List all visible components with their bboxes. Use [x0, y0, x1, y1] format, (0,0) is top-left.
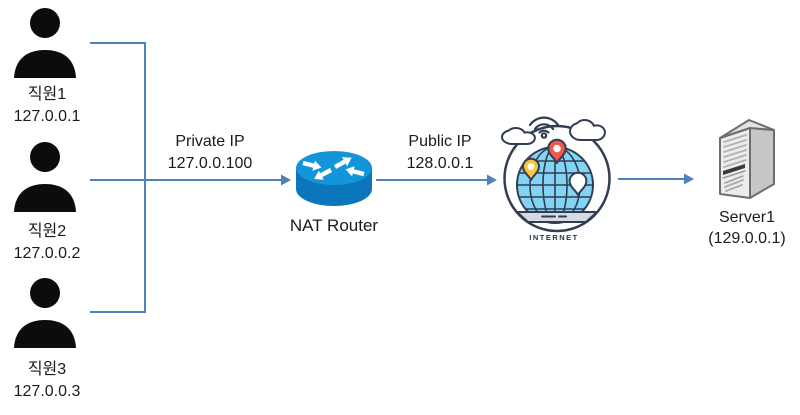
nat-router-icon — [296, 151, 372, 206]
wifi-icon — [528, 116, 560, 139]
client-bus-line — [90, 42, 146, 313]
person-icon — [14, 278, 76, 348]
server-top-face — [719, 119, 775, 139]
server-front-details — [722, 134, 747, 192]
router-label: NAT Router — [289, 216, 379, 235]
tower-server-icon — [719, 119, 775, 199]
cloud-right-icon — [570, 120, 605, 140]
person-icon — [14, 142, 76, 212]
server-drive-slot — [723, 164, 745, 175]
client-name: 직원1 — [27, 86, 67, 103]
server-ip: (129.0.0.1) — [708, 230, 786, 247]
link-title: Private IP — [175, 133, 245, 150]
map-pin-yellow-icon — [522, 157, 540, 181]
cloud-left-icon — [502, 128, 535, 144]
server-label: Server1 (129.0.0.1) — [687, 207, 800, 249]
client-ip: 127.0.0.3 — [13, 383, 81, 400]
public-ip-label: Public IP 128.0.0.1 — [360, 131, 520, 175]
server-arrowhead-icon — [684, 173, 694, 185]
map-pin-white-icon — [568, 171, 588, 196]
internet-globe-icon — [496, 116, 611, 233]
private-ip-label: Private IP 127.0.0.100 — [130, 131, 290, 175]
client-name: 직원2 — [27, 223, 67, 240]
client-label-1: 직원1 127.0.0.1 — [2, 84, 92, 128]
client-name: 직원3 — [27, 361, 67, 378]
person-icon — [14, 8, 76, 78]
globe-base — [516, 211, 598, 223]
link-ip: 128.0.0.1 — [406, 155, 474, 172]
link-title: Public IP — [408, 133, 472, 150]
client-ip: 127.0.0.2 — [13, 245, 81, 262]
link-ip: 127.0.0.100 — [167, 155, 253, 172]
private-arrowhead-icon — [281, 174, 291, 186]
internet-label: INTERNET — [529, 233, 579, 242]
public-arrowhead-icon — [487, 174, 497, 186]
client-label-2: 직원2 127.0.0.2 — [2, 221, 92, 265]
client-ip: 127.0.0.1 — [13, 108, 81, 125]
server-name: Server1 — [718, 209, 776, 226]
client-label-3: 직원3 127.0.0.3 — [2, 359, 92, 403]
server-side-face — [749, 127, 775, 199]
router-top-face — [296, 151, 372, 185]
map-pin-red-icon — [547, 138, 567, 164]
